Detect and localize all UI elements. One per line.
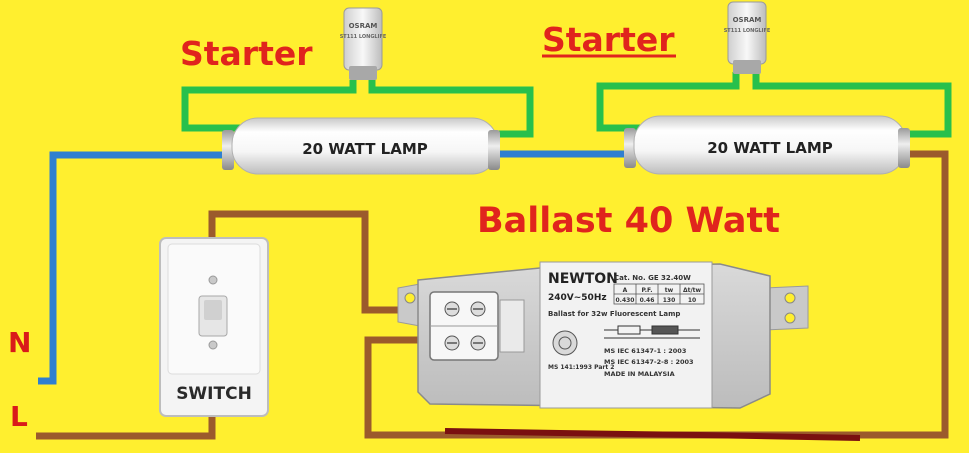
- ballast: NEWTON Cat. No. GE 32.40W 240V~50Hz A P.…: [397, 261, 809, 409]
- starter-left-wire-a: [181, 80, 357, 132]
- spec-value: 0.430: [616, 297, 635, 304]
- ballast-description: Ballast for 32w Fluorescent Lamp: [548, 310, 680, 318]
- lamp-right: 20 WATT LAMP: [624, 115, 910, 175]
- switch-label: SWITCH: [176, 384, 252, 404]
- ballast-std2: MS IEC 61347-2-8 : 2003: [604, 358, 694, 366]
- switch-toggle[interactable]: [204, 300, 222, 320]
- spec-value: 130: [663, 297, 676, 304]
- starter-right-brand: OSRAM: [733, 16, 762, 24]
- wall-switch[interactable]: SWITCH: [159, 237, 269, 417]
- starter-right-wire-a: [596, 72, 740, 132]
- certification-logo: [552, 330, 578, 356]
- ballast-brand: NEWTON: [548, 271, 618, 287]
- spec-header: P.F.: [641, 287, 652, 294]
- ballast-spec-table: A P.F. tw Δt/tw 0.430 0.46 130 10: [613, 283, 705, 305]
- lamp-right-label: 20 WATT LAMP: [707, 139, 833, 157]
- starter-right-wire-b: [752, 72, 952, 138]
- starter-right-model: ST111 LONGLIFE: [724, 28, 771, 34]
- starter-left-wire-b: [368, 80, 534, 138]
- spec-header: A: [623, 287, 628, 294]
- ballast-rating: 240V~50Hz: [548, 293, 607, 303]
- neutral-wire: [38, 151, 228, 385]
- starter-left-model: ST111 LONGLIFE: [340, 34, 387, 40]
- spec-value: 10: [688, 297, 696, 304]
- ballast-std1: MS IEC 61347-1 : 2003: [604, 347, 686, 355]
- line-label: L: [10, 400, 28, 433]
- switch-to-ballast-wire: [208, 210, 410, 314]
- spec-header: Δt/tw: [683, 287, 702, 294]
- ballast-origin: MADE IN MALAYSIA: [604, 370, 675, 378]
- spec-header: tw: [665, 287, 674, 294]
- lamp-left-label: 20 WATT LAMP: [302, 140, 428, 158]
- ballast-std-ms: MS 141:1993 Part 2: [548, 364, 614, 371]
- extra-wire-stroke: [444, 428, 861, 441]
- neutral-label: N: [8, 326, 31, 359]
- starter-right-title: Starter: [542, 20, 675, 59]
- ballast-title: Ballast 40 Watt: [477, 201, 780, 241]
- starter-left-title: Starter: [180, 34, 313, 73]
- starter-left: OSRAM ST111 LONGLIFE: [340, 7, 387, 80]
- ballast-schematic: [604, 325, 700, 339]
- starter-left-brand: OSRAM: [349, 22, 378, 30]
- starter-right: OSRAM ST111 LONGLIFE: [724, 1, 771, 74]
- spec-value: 0.46: [640, 297, 655, 304]
- wires: [36, 72, 952, 441]
- lamp-left: 20 WATT LAMP: [222, 117, 500, 175]
- ballast-cat-no: Cat. No. GE 32.40W: [614, 274, 691, 282]
